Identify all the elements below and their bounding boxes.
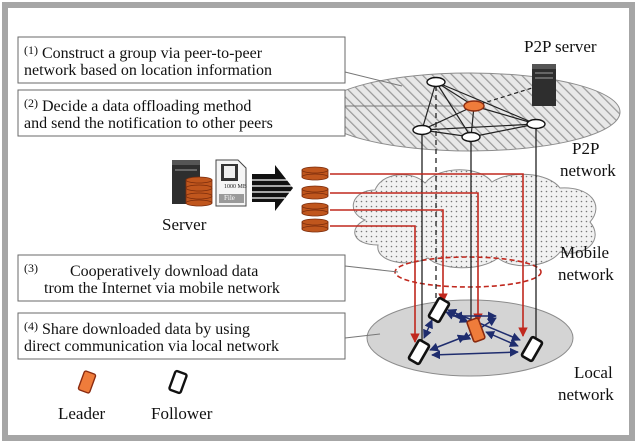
mobile-network-label-line1: Mobile <box>560 243 610 262</box>
p2p-server-icon <box>532 64 556 106</box>
local-network-ellipse <box>366 299 574 377</box>
server-link <box>473 83 546 107</box>
follower-phone-icon <box>427 296 451 324</box>
local-share-arrows <box>423 308 521 360</box>
step1-box <box>17 36 346 84</box>
file-label: File <box>224 194 235 202</box>
leader-peer-node <box>463 100 485 112</box>
outer-frame <box>2 2 635 441</box>
step4-text-line1: Share downloaded data by using <box>42 321 250 338</box>
step4-line1: (4) Share downloaded data by using <box>24 316 250 340</box>
legend-follower-icon <box>168 369 188 395</box>
step3-line1: (3) Cooperatively download data <box>24 258 258 282</box>
peer-node <box>412 124 432 136</box>
local-network-label-line2: network <box>558 385 614 404</box>
step2-text-line2: and send the notification to other peers <box>24 115 273 132</box>
step3-box <box>17 254 346 302</box>
follower-phone-icon <box>407 338 431 366</box>
data-chunks <box>301 166 329 233</box>
leader-line-step1 <box>344 71 403 87</box>
step1-text-line2: network based on location information <box>24 62 272 79</box>
step4-text-line2: direct communication via local network <box>24 338 280 355</box>
peer-vertical-lines <box>421 86 537 348</box>
local-network-label-line1: Local <box>574 363 613 382</box>
peer-node <box>426 76 446 88</box>
leader-line-step3 <box>344 265 399 273</box>
legend-leader-label: Leader <box>58 404 106 423</box>
step2-line1: (2) Decide a data offloading method <box>24 93 251 117</box>
step1-text-line1: Construct a group via peer-to-peer <box>42 45 263 62</box>
server-icon <box>172 160 213 207</box>
step1-line1: (1) Construct a group via peer-to-peer <box>24 40 262 64</box>
leader-phone-icon <box>466 317 486 343</box>
p2p-network-label-line1: P2P <box>572 139 600 158</box>
step3-text-line1: Cooperatively download data <box>70 263 259 280</box>
transfer-arrow-icon <box>252 165 293 211</box>
follower-phone-icon <box>520 335 544 363</box>
p2p-peer-nodes <box>412 76 546 143</box>
file-icon <box>215 159 247 207</box>
step3-number: (3) <box>24 261 38 275</box>
legend-leader-icon <box>77 370 97 394</box>
legend-follower-label: Follower <box>151 404 213 423</box>
step2-text-line1: Decide a data offloading method <box>42 98 252 115</box>
step3-text-line2: trom the Internet via mobile network <box>44 280 280 297</box>
step2-box <box>17 89 346 137</box>
download-paths <box>330 173 528 343</box>
p2p-server-label: P2P server <box>524 37 597 56</box>
file-size-label: 1000 MB <box>224 184 247 190</box>
mobile-network-label-line2: network <box>558 265 614 284</box>
step4-box <box>17 312 346 360</box>
server-label: Server <box>162 215 207 234</box>
step2-number: (2) <box>24 96 38 110</box>
step4-number: (4) <box>24 319 38 333</box>
p2p-network-label-line2: network <box>560 161 616 180</box>
peer-node <box>461 131 481 143</box>
peer-node <box>526 118 546 130</box>
step1-number: (1) <box>24 43 38 57</box>
leader-line-step4 <box>344 333 381 339</box>
